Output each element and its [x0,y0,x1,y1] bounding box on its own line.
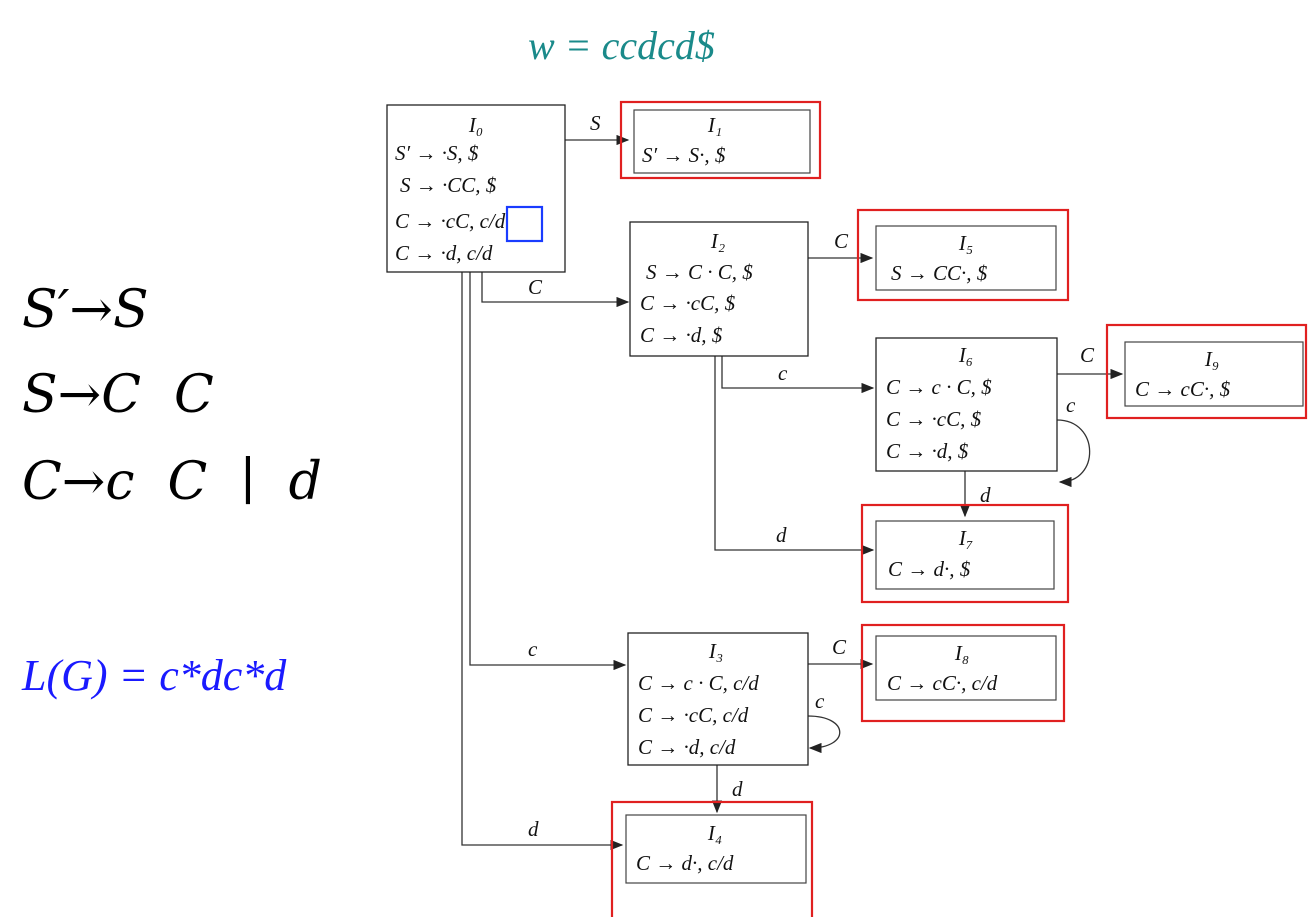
state-i1: I₁ S′ → S·, $ [619,100,822,180]
grammar-rule-1: S′→S [22,280,149,340]
state-i2-item-3: C → ·d, $ [640,323,723,347]
state-i0-item-3: C → ·cC, c/d [395,209,506,233]
state-i6-name: I₆ [958,343,973,367]
lookahead-highlight [505,205,544,243]
state-i0-item-2: S → ·CC, $ [400,173,497,197]
edge-i6-self [1056,419,1091,488]
edge-label-i0-i1: S [590,111,601,135]
state-i3: I₃ C → c · C, c/d C → ·cC, c/d C → ·d, c… [627,632,809,766]
state-i6-item-2: C → ·cC, $ [886,407,982,431]
edge-label-i6-self: c [1066,393,1076,417]
edge-label-i2-i7: d [776,523,787,547]
state-i4-item-1: C → d·, c/d [636,851,734,875]
state-i0-item-4: C → ·d, c/d [395,241,493,265]
edge-label-i6-i9: C [1080,343,1095,367]
state-i2-item-2: C → ·cC, $ [640,291,736,315]
edge-label-i0-i2: C [528,275,543,299]
state-i6-item-3: C → ·d, $ [886,439,969,463]
state-i9-item-1: C → cC·, $ [1135,377,1231,401]
state-i6-item-1: C → c · C, $ [886,375,992,399]
state-i2-name: I₂ [710,229,725,253]
state-i5-name: I₅ [958,231,973,255]
edge-i2-i6 [721,356,875,394]
state-i3-item-3: C → ·d, c/d [638,735,736,759]
state-i3-item-2: C → ·cC, c/d [638,703,749,727]
state-i4-name: I₄ [707,821,722,845]
state-i8-item-1: C → cC·, c/d [887,671,998,695]
state-i9: I₉ C → cC·, $ [1105,323,1308,420]
grammar-rule-3: C→c C ∣ d [22,452,322,512]
edge-label-i3-i4: d [732,777,743,801]
state-i1-item-1: S′ → S·, $ [642,143,726,167]
edge-i2-i7 [714,356,875,556]
edge-label-i3-self: c [815,689,825,713]
state-i9-name: I₉ [1204,347,1219,371]
edge-i0-i4 [461,272,624,851]
edge-i3-self [807,715,841,754]
state-i0-item-1: S′ → ·S, $ [395,141,479,165]
state-i5: I₅ S → CC·, $ [856,208,1070,302]
state-i2-item-1: S → C · C, $ [646,260,753,284]
state-i8: I₈ C → cC·, c/d [860,623,1066,723]
state-i7: I₇ C → d·, $ [860,503,1070,604]
edge-i0-i2 [481,272,630,308]
state-i7-name: I₇ [958,526,973,550]
state-i0-name: I₀ [468,113,483,137]
edge-label-i2-i6: c [778,361,788,385]
transition-edges [461,134,1124,851]
state-i4: I₄ C → d·, c/d [610,800,814,917]
edge-label-i2-i5: C [834,229,849,253]
state-i8-name: I₈ [954,641,969,665]
state-i2: I₂ S → C · C, $ C → ·cC, $ C → ·d, $ [629,221,809,357]
state-i6: I₆ C → c · C, $ C → ·cC, $ C → ·d, $ [875,337,1058,472]
edge-label-i3-i8: C [832,635,847,659]
state-i7-item-1: C → d·, $ [888,557,971,581]
state-i1-name: I₁ [707,113,722,137]
input-string-title: w = ccdcd$ [528,23,715,68]
edge-i0-i3 [469,272,627,671]
grammar-rule-2: S→C C [22,365,214,425]
edge-label-i0-i3: c [528,637,538,661]
edge-label-i0-i4: d [528,817,539,841]
state-i5-item-1: S → CC·, $ [891,261,988,285]
state-i0: I₀ S′ → ·S, $ S → ·CC, $ C → ·cC, c/d C … [386,104,566,273]
language-definition: L(G) = c*dc*d [22,651,287,700]
state-i3-item-1: C → c · C, c/d [638,671,759,695]
edge-label-i6-i7: d [980,483,991,507]
state-i3-name: I₃ [708,639,723,663]
